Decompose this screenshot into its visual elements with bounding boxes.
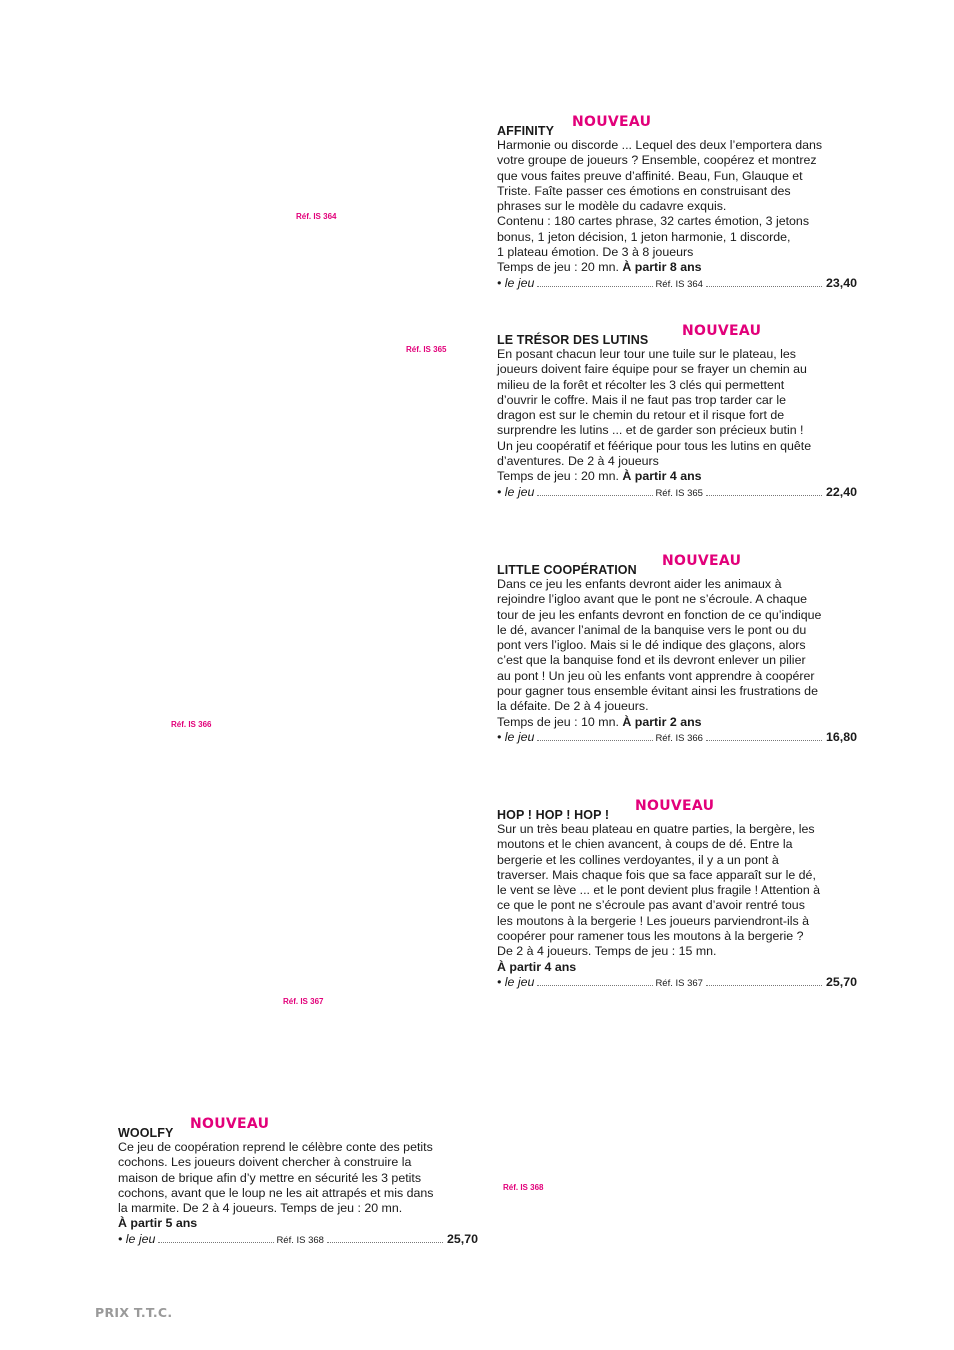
item-label: • le jeu — [497, 275, 535, 290]
product-title: LE TRÉSOR DES LUTINS — [497, 333, 649, 347]
reference: Réf. IS 365 — [655, 487, 703, 499]
image-ref-366: Réf. IS 366 — [171, 720, 212, 729]
age-range: À partir 5 ans — [118, 1216, 198, 1231]
reference: Réf. IS 366 — [655, 732, 703, 744]
image-ref-364: Réf. IS 364 — [296, 212, 337, 221]
price: 22,40 — [826, 484, 858, 499]
play-time: À partir 4 ans — [497, 960, 857, 975]
product-header: HOP ! HOP ! HOP ! NOUVEAU — [497, 794, 857, 822]
dot-leader — [537, 494, 654, 496]
product-title: LITTLE COOPÉRATION — [497, 563, 637, 577]
price: 25,70 — [826, 974, 858, 989]
dot-leader — [537, 739, 654, 741]
product-woolfy: WOOLFY NOUVEAU Ce jeu de coopération rep… — [118, 1112, 478, 1248]
new-badge: NOUVEAU — [572, 114, 652, 130]
product-description: Dans ce jeu les enfants devront aider le… — [497, 577, 822, 714]
dot-leader — [326, 1241, 443, 1243]
dot-leader — [537, 285, 654, 287]
footer-price-note: PRIX T.T.C. — [95, 1305, 173, 1320]
new-badge: NOUVEAU — [190, 1116, 270, 1132]
item-label: • le jeu — [497, 729, 535, 744]
price: 16,80 — [826, 729, 858, 744]
price-line: • le jeu Réf. IS 365 22,40 — [497, 485, 857, 501]
image-ref-368: Réf. IS 368 — [503, 1183, 544, 1192]
product-description: Ce jeu de coopération reprend le célèbre… — [118, 1140, 434, 1216]
price-line: • le jeu Réf. IS 368 25,70 — [118, 1232, 478, 1248]
price-line: • le jeu Réf. IS 367 25,70 — [497, 975, 857, 991]
play-time: Temps de jeu : 20 mn. À partir 4 ans — [497, 469, 702, 484]
product-tresor-des-lutins: LE TRÉSOR DES LUTINS NOUVEAU En posant c… — [497, 319, 857, 501]
product-header: LITTLE COOPÉRATION NOUVEAU — [497, 549, 857, 577]
age-range: À partir 2 ans — [622, 714, 702, 729]
new-badge: NOUVEAU — [635, 798, 715, 814]
product-header: AFFINITY NOUVEAU — [497, 110, 857, 138]
product-header: WOOLFY NOUVEAU — [118, 1112, 478, 1140]
play-time: À partir 5 ans — [118, 1216, 478, 1231]
dot-leader — [537, 984, 654, 986]
play-time: Temps de jeu : 10 mn. À partir 2 ans — [497, 714, 702, 729]
price: 23,40 — [826, 275, 858, 290]
new-badge: NOUVEAU — [662, 553, 742, 569]
reference: Réf. IS 367 — [655, 977, 703, 989]
new-badge: NOUVEAU — [682, 323, 762, 339]
dot-leader — [705, 285, 822, 287]
image-ref-367: Réf. IS 367 — [283, 997, 324, 1006]
dot-leader — [705, 984, 822, 986]
image-ref-365: Réf. IS 365 — [406, 345, 447, 354]
product-little-cooperation: LITTLE COOPÉRATION NOUVEAU Dans ce jeu l… — [497, 549, 857, 746]
item-label: • le jeu — [497, 484, 535, 499]
product-affinity: AFFINITY NOUVEAU Harmonie ou discorde ..… — [497, 110, 857, 292]
age-range: À partir 8 ans — [622, 260, 702, 275]
product-description: En posant chacun leur tour une tuile sur… — [497, 347, 812, 469]
product-hop-hop-hop: HOP ! HOP ! HOP ! NOUVEAU Sur un très be… — [497, 794, 857, 991]
item-label: • le jeu — [497, 974, 535, 989]
reference: Réf. IS 364 — [655, 278, 703, 290]
dot-leader — [158, 1241, 275, 1243]
dot-leader — [705, 494, 822, 496]
price-line: • le jeu Réf. IS 364 23,40 — [497, 276, 857, 292]
age-range: À partir 4 ans — [622, 469, 702, 484]
product-title: AFFINITY — [497, 124, 555, 138]
product-description: Harmonie ou discorde ... Lequel des deux… — [497, 138, 823, 260]
age-range: À partir 4 ans — [497, 959, 577, 974]
price-line: • le jeu Réf. IS 366 16,80 — [497, 730, 857, 746]
product-description: Sur un très beau plateau en quatre parti… — [497, 822, 821, 959]
price: 25,70 — [447, 1231, 479, 1246]
play-time: Temps de jeu : 20 mn. À partir 8 ans — [497, 260, 702, 275]
item-label: • le jeu — [118, 1231, 156, 1246]
reference: Réf. IS 368 — [276, 1234, 324, 1246]
dot-leader — [705, 739, 822, 741]
product-title: WOOLFY — [118, 1126, 174, 1140]
product-header: LE TRÉSOR DES LUTINS NOUVEAU — [497, 319, 857, 347]
product-title: HOP ! HOP ! HOP ! — [497, 808, 610, 822]
